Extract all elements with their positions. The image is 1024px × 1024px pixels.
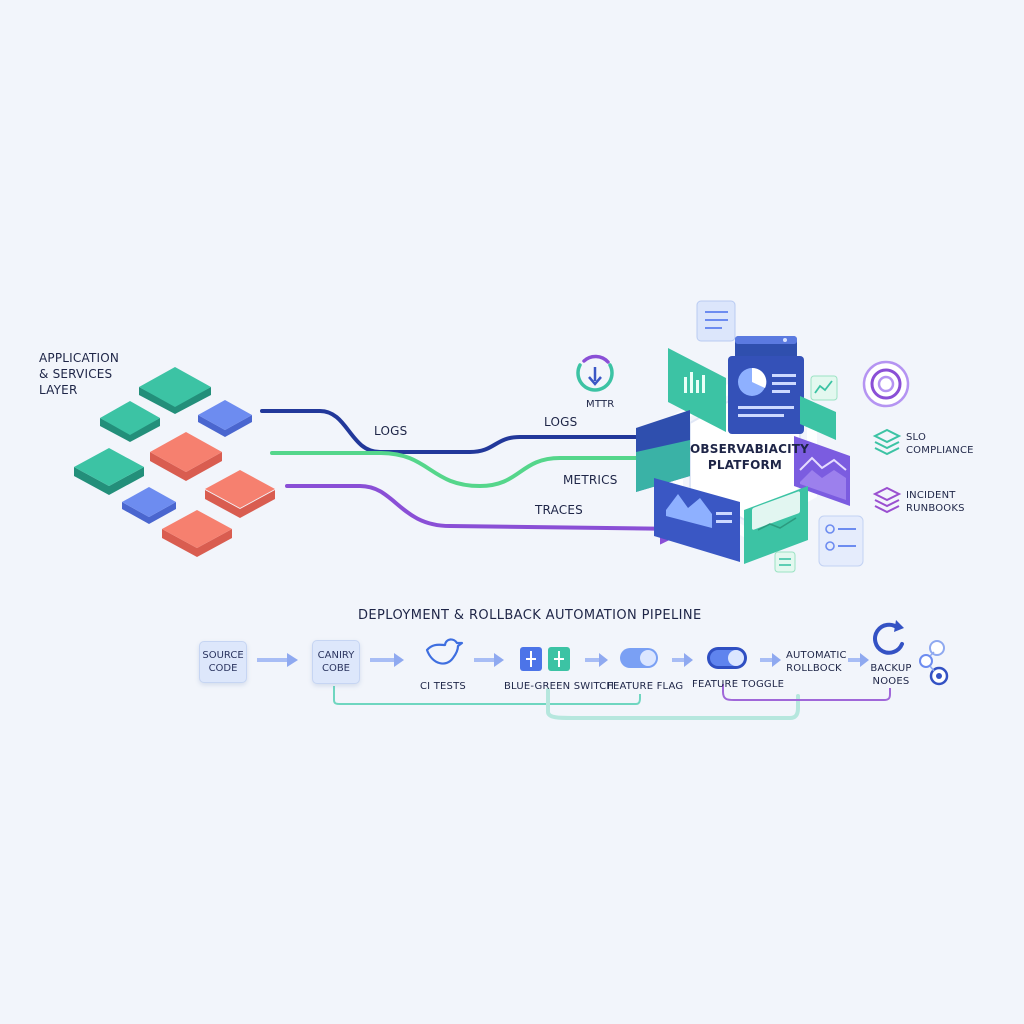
floating-mini-chart-card [810, 375, 838, 401]
backup-nodes-label: BACKUP NOOES [864, 662, 918, 688]
pipeline-arrow-4 [585, 653, 608, 667]
hub-panel-green-bottom [744, 486, 808, 564]
rollback-line-1: AUTOMATIC [786, 650, 847, 661]
metrics-stream-line [270, 442, 690, 489]
hub-panel-blue-left [636, 410, 690, 492]
app-label-line-3: LAYER [39, 383, 78, 397]
observability-platform-title: OBSERVABIACITY PLATFORM [690, 441, 810, 473]
tile-blue-small-top [198, 400, 252, 437]
floating-doc-card-top [696, 300, 736, 342]
hub-panel-green-left [668, 348, 726, 432]
backup-refresh-icon [873, 620, 904, 655]
floating-doc-card-bottom [818, 515, 864, 567]
blue-green-switch-label: BLUE-GREEN SWITCH [504, 681, 615, 692]
app-tiles [74, 367, 275, 557]
pipeline-arrow-1 [257, 653, 298, 667]
app-label-line-2: & SERVICES [39, 367, 113, 381]
tile-teal-bottom-left [74, 448, 144, 495]
observability-hub [636, 300, 864, 573]
slo-compliance-label: SLO COMPLIANCE [906, 431, 974, 457]
pipeline-title: DEPLOYMENT & ROLLBACK AUTOMATION PIPELIN… [358, 608, 702, 623]
canary-code-step: CANIRY COBE [312, 640, 360, 684]
pipeline-bracket-teal [333, 686, 641, 705]
logs-stream-line [260, 409, 692, 454]
runbook-layers-icon [872, 486, 902, 514]
tile-teal-left [100, 401, 160, 442]
rollback-line-2: ROLLBOCK [786, 663, 842, 674]
pipeline-arrow-3 [474, 653, 504, 667]
platform-title-line-2: PLATFORM [707, 458, 783, 472]
feature-toggle-label: FEATURE TOGGLE [692, 679, 785, 690]
logs-label-left: LOGS [374, 424, 408, 438]
ci-tests-bird-icon [425, 638, 464, 665]
backup-node-circles [919, 640, 949, 686]
canary-code-line-2: COBE [321, 663, 351, 674]
incident-line-2: RUNBOOKS [906, 503, 965, 514]
slo-layers-icon [872, 428, 902, 456]
target-rings-icon [862, 360, 910, 408]
tile-teal-top [139, 367, 211, 414]
feature-flag-toggle-icon [620, 648, 658, 668]
incident-line-1: INCIDENT [906, 490, 956, 501]
backup-line-1: BACKUP [870, 663, 912, 674]
automatic-rollback-label: AUTOMATIC ROLLBOCK [786, 649, 847, 675]
slo-line-2: COMPLIANCE [906, 445, 974, 456]
source-code-line-2: CODE [208, 663, 238, 674]
hub-panel-blue-bottom-left [654, 478, 740, 562]
traces-stream-line [285, 484, 692, 545]
pipeline-arrow-2 [370, 653, 404, 667]
ci-tests-label: CI TESTS [420, 681, 466, 692]
pipeline-arrow-6 [760, 653, 781, 667]
app-label-line-1: APPLICATION [39, 351, 120, 365]
tile-blue-small-bottom [122, 487, 176, 524]
pipeline-arrow-7 [848, 653, 869, 667]
source-code-line-1: SOURCE [202, 650, 244, 661]
slo-line-1: SLO [906, 432, 927, 443]
app-services-layer-label: APPLICATION & SERVICES LAYER [39, 350, 119, 398]
canary-code-line-1: CANIRY [317, 650, 355, 661]
tile-coral-center [150, 432, 222, 481]
blue-green-switch-icon [520, 647, 570, 671]
tile-coral-bottom [162, 510, 232, 557]
pipeline-bracket-loop [546, 688, 800, 720]
pipeline-arrow-5 [672, 653, 693, 667]
hub-panel-green-right [800, 396, 836, 440]
mttr-label: MTTR [586, 399, 615, 410]
mttr-gauge-icon [576, 354, 614, 392]
floating-mini-card-bottom [774, 551, 796, 573]
hub-panel-chart-top [728, 356, 804, 434]
logs-label-right: LOGS [544, 415, 578, 429]
tile-coral-right [205, 470, 275, 518]
platform-title-line-1: OBSERVABIACITY [690, 442, 810, 456]
incident-runbooks-label: INCIDENT RUNBOOKS [906, 489, 965, 515]
metrics-label: METRICS [563, 473, 618, 487]
source-code-step: SOURCE CODE [199, 641, 247, 683]
backup-line-2: NOOES [872, 676, 910, 687]
traces-label: TRACES [535, 503, 583, 517]
feature-toggle-switch-icon [707, 647, 747, 669]
pipeline-arrows [257, 653, 869, 667]
pipeline-bracket-purple [722, 684, 891, 701]
feature-flag-label: FEATURE FLAG [607, 681, 684, 692]
